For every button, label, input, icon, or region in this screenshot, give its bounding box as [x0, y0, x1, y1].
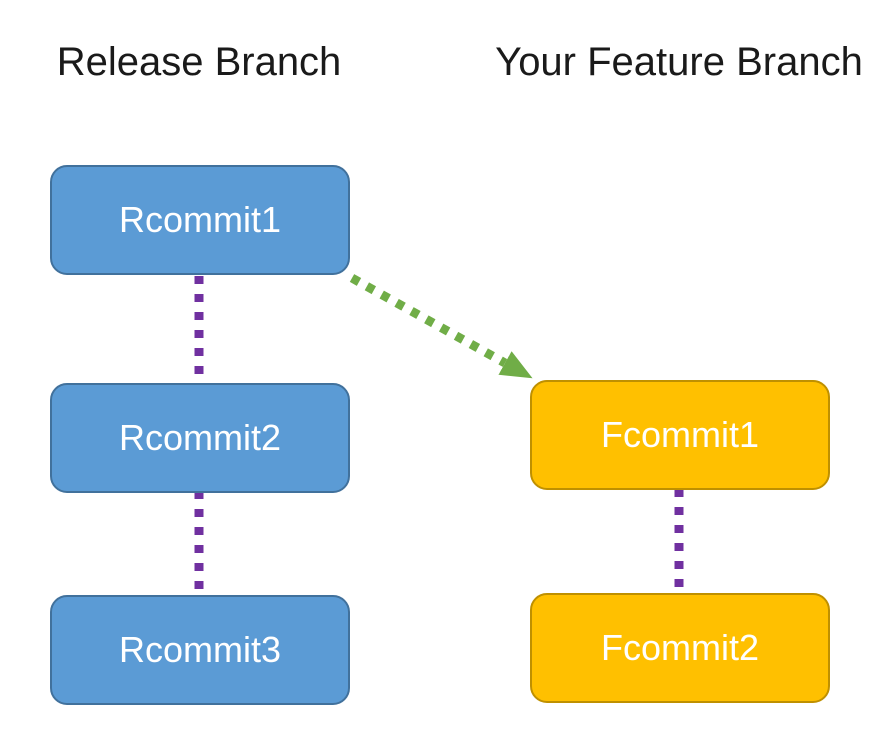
commit-label: Rcommit2 — [118, 417, 282, 458]
commit-label: Fcommit2 — [600, 627, 759, 668]
commit-node-rcommit2: Rcommit2 — [50, 383, 350, 493]
commit-node-fcommit2: Fcommit2 — [530, 593, 830, 703]
commit-label: Fcommit1 — [600, 414, 759, 455]
commit-label: Rcommit3 — [118, 629, 282, 670]
commit-node-rcommit3: Rcommit3 — [50, 595, 350, 705]
commit-node-rcommit1: Rcommit1 — [50, 165, 350, 275]
feature-branch-title: Your Feature Branch — [495, 40, 863, 84]
branch-arrow-rcommit1-fcommit1 — [349, 274, 533, 379]
release-branch-title: Release Branch — [56, 40, 342, 84]
commit-node-fcommit1: Fcommit1 — [530, 380, 830, 490]
commit-label: Rcommit1 — [118, 199, 282, 240]
